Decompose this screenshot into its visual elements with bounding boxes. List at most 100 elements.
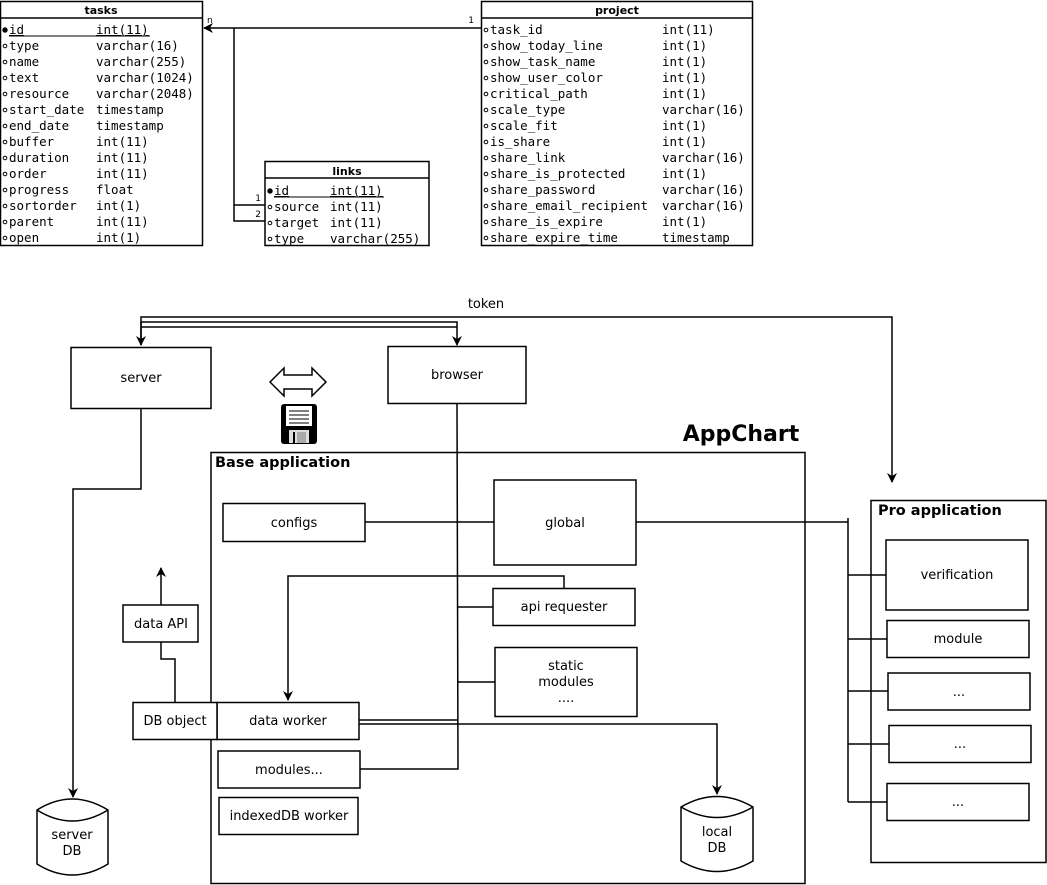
links-table-title: links [332, 165, 362, 178]
field-marker-icon [2, 203, 8, 209]
pro-application-container: Pro application [870, 499, 1047, 864]
project-field-name: task_id [490, 22, 543, 37]
double-arrow-icon [268, 366, 328, 398]
project-field-name: share_is_protected [490, 166, 625, 181]
relation-label-one: 1 [468, 16, 474, 26]
tasks-field-type: int(11) [96, 150, 149, 165]
tasks-field-name: end_date [9, 118, 69, 133]
tasks-field-type: int(1) [96, 230, 141, 245]
static-modules-line-3: .... [558, 691, 575, 706]
relation-label-source: 1 [255, 194, 261, 204]
tasks-field-type: int(11) [96, 166, 149, 181]
field-marker-icon [483, 187, 489, 193]
tasks-field-type: int(11) [96, 214, 149, 229]
project-field-type: int(1) [662, 38, 707, 53]
module-node: module [886, 619, 1030, 659]
indexeddb-worker-node: indexedDB worker [218, 796, 359, 836]
project-field-name: share_link [490, 150, 566, 165]
relation-label-target: 2 [255, 210, 261, 220]
data-api-label: data API [134, 617, 188, 632]
api-requester-label: api requester [521, 600, 608, 615]
tasks-field-name: start_date [9, 102, 84, 117]
global-label: global [545, 516, 585, 531]
tasks-field-name: name [9, 54, 39, 69]
project-field-type: int(1) [662, 86, 707, 101]
tasks-field-name: open [9, 230, 39, 245]
field-marker-icon [267, 236, 273, 242]
field-marker-icon [2, 59, 8, 65]
static-modules-node: static modules .... [494, 646, 638, 718]
field-marker-icon [267, 220, 273, 226]
tasks-field-type: varchar(2048) [96, 86, 194, 101]
db-object-node: DB object [132, 701, 218, 741]
token-connectors [136, 316, 897, 483]
server-db-line-2: DB [63, 844, 82, 859]
project-field-type: int(1) [662, 134, 707, 149]
data-worker-label: data worker [249, 714, 327, 729]
tasks-field-name: type [9, 38, 39, 53]
configs-label: configs [271, 516, 318, 531]
api-requester-node: api requester [492, 587, 636, 627]
module-label: module [934, 632, 983, 647]
project-field-type: int(1) [662, 118, 707, 133]
server-db-line-1: server [51, 828, 93, 843]
base-application-container: Base application [210, 451, 806, 885]
tasks-field-name: parent [9, 214, 54, 229]
tasks-table-title: tasks [84, 4, 118, 17]
field-marker-icon [2, 91, 8, 97]
project-field-type: int(11) [662, 22, 715, 37]
field-marker-icon [2, 171, 8, 177]
modules-node: modules... [217, 750, 361, 789]
tasks-field-name: text [9, 70, 39, 85]
server-db-cylinder: server DB [36, 798, 109, 876]
field-marker-icon [483, 219, 489, 225]
field-marker-icon [2, 107, 8, 113]
tasks-field-type: timestamp [96, 102, 164, 117]
field-marker-icon [267, 188, 273, 194]
field-marker-icon [483, 203, 489, 209]
links-field-type: int(11) [330, 199, 383, 214]
appchart-title: AppChart [683, 422, 800, 447]
links-field-name: type [274, 231, 304, 246]
project-field-name: show_task_name [490, 54, 595, 69]
project-field-type: varchar(16) [662, 198, 745, 213]
project-field-name: scale_fit [490, 118, 558, 133]
project-field-name: share_expire_time [490, 230, 618, 245]
pro-module-placeholder-1: ... [887, 672, 1031, 711]
tasks-table: tasks id int(11) type varchar(16) name varcha… [0, 0, 204, 247]
field-marker-icon [2, 43, 8, 49]
pro-application-title: Pro application [878, 503, 1002, 519]
project-field-name: show_user_color [490, 70, 603, 85]
project-field-name: scale_type [490, 102, 565, 117]
field-marker-icon [2, 75, 8, 81]
links-field-type: int(11) [330, 215, 383, 230]
field-marker-icon [483, 75, 489, 81]
field-marker-icon [483, 171, 489, 177]
tasks-field-type: varchar(16) [96, 38, 179, 53]
tasks-field-type: timestamp [96, 118, 164, 133]
field-marker-icon [2, 219, 8, 225]
browser-label: browser [431, 368, 484, 383]
project-field-name: share_email_recipient [490, 198, 648, 213]
project-field-type: int(1) [662, 214, 707, 229]
browser-node: browser [387, 345, 527, 405]
tasks-field-name: id [9, 22, 24, 37]
tasks-field-name: buffer [9, 134, 55, 149]
links-field-type: varchar(255) [330, 231, 420, 246]
field-marker-icon [483, 91, 489, 97]
tasks-field-name: order [9, 166, 47, 181]
field-marker-icon [267, 204, 273, 210]
field-marker-icon [483, 107, 489, 113]
base-application-title: Base application [215, 455, 350, 471]
tasks-field-type: varchar(1024) [96, 70, 194, 85]
tasks-field-type: int(1) [96, 198, 141, 213]
pro-ellipsis-1: ... [953, 685, 965, 700]
links-field-name: source [274, 199, 319, 214]
tasks-field-type: varchar(255) [96, 54, 186, 69]
local-db-cylinder: local DB [680, 795, 754, 873]
project-field-name: share_is_expire [490, 214, 603, 229]
links-field-type: int(11) [330, 183, 383, 198]
